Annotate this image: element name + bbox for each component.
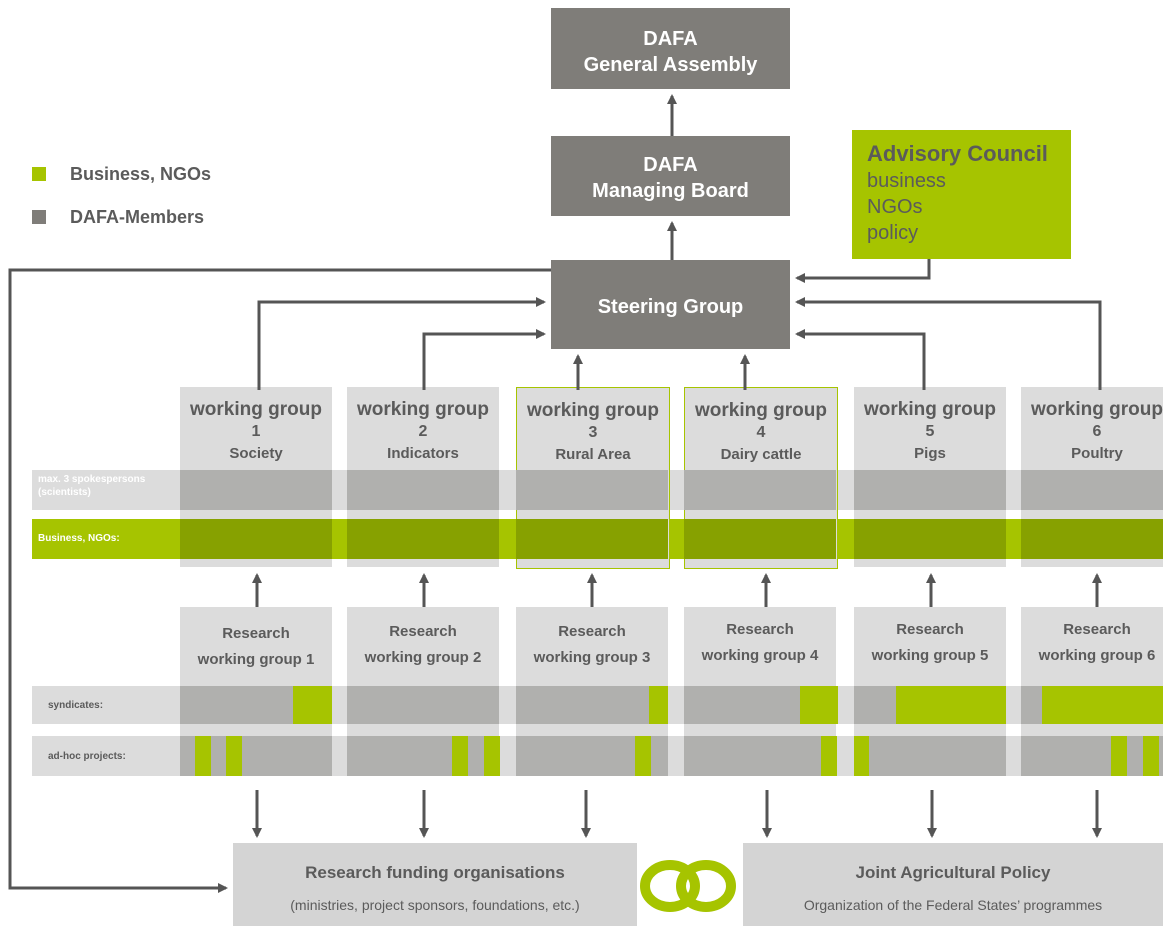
wg-title: working group (864, 399, 996, 420)
legend-swatch-business (32, 167, 46, 181)
general-assembly-box: DAFA General Assembly (551, 8, 790, 89)
wg-subject: Indicators (387, 445, 459, 462)
managing-board-box: DAFA Managing Board (551, 136, 790, 216)
wg-number: 3 (588, 424, 598, 441)
rg-line2: working group 6 (1038, 647, 1156, 664)
legend: Business, NGOs DAFA-Members (32, 162, 272, 232)
rg-line2: working group 3 (533, 649, 651, 666)
ga-line2: General Assembly (583, 54, 758, 76)
policy-title: Joint Agricultural Policy (855, 863, 1051, 882)
wg-title: working group (527, 400, 659, 421)
wg-subject: Society (229, 445, 283, 462)
rg-line1: Research (222, 625, 290, 642)
rg-line1: Research (558, 623, 626, 640)
wg-number: 5 (925, 423, 935, 440)
rg-line1: Research (896, 621, 964, 638)
funding-title: Research funding organisations (305, 863, 565, 882)
advisory-council-title: Advisory Council (867, 141, 1048, 166)
rg-line2: working group 4 (701, 647, 819, 664)
spokespersons-label: max. 3 spokespersons (scientists) (38, 474, 146, 498)
syndicates-label: syndicates: (48, 700, 104, 711)
rg-line2: working group 1 (197, 651, 315, 668)
wg-title: working group (357, 399, 489, 420)
steering-group-box: Steering Group (551, 260, 790, 349)
rg-line2: working group 5 (871, 647, 989, 664)
wg-subject: Pigs (914, 445, 946, 462)
ga-line1: DAFA (643, 28, 698, 50)
advisory-council-box: Advisory Council business NGOs policy (852, 130, 1071, 259)
funding-subtitle: (ministries, project sponsors, foundatio… (290, 897, 580, 913)
rg-line1: Research (1063, 621, 1131, 638)
wg-number: 1 (251, 423, 261, 440)
wg-number: 4 (756, 424, 766, 441)
legend-label-business: Business, NGOs (70, 164, 212, 184)
legend-label-members: DAFA-Members (70, 207, 205, 227)
legend-swatch-members (32, 210, 46, 224)
wg-number: 2 (418, 423, 428, 440)
wg-subject: Rural Area (555, 446, 631, 463)
rg-line1: Research (389, 623, 457, 640)
rg-line1: Research (726, 621, 794, 638)
policy-subtitle: Organization of the Federal States’ prog… (803, 897, 1103, 913)
advisory-item-3: policy (867, 222, 919, 244)
rg-line2: working group 2 (364, 649, 482, 666)
mb-line1: DAFA (643, 154, 698, 176)
wg-subject: Poultry (1071, 445, 1123, 462)
wg-title: working group (190, 399, 322, 420)
business-band-label: Business, NGOs: (38, 533, 120, 544)
research-funding-box: Research funding organisations (ministri… (233, 843, 637, 926)
wg-number: 6 (1092, 423, 1102, 440)
wg-subject: Dairy cattle (720, 446, 802, 463)
adhoc-label: ad-hoc projects: (48, 751, 126, 762)
mb-line2: Managing Board (592, 180, 749, 202)
wg-title: working group (695, 400, 827, 421)
advisory-item-2: NGOs (867, 196, 923, 218)
joint-policy-box: Joint Agricultural Policy Organization o… (743, 843, 1163, 926)
advisory-item-1: business (867, 170, 946, 192)
steering-group-label: Steering Group (597, 296, 744, 318)
wg-title: working group (1031, 399, 1163, 420)
